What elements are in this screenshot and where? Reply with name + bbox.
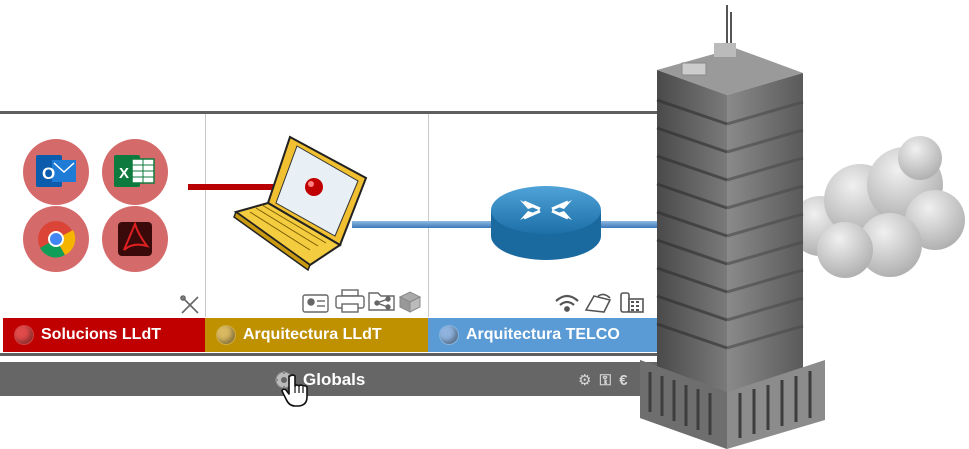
globals-bar[interactable]: Globals ⚙ ⚿ € (0, 362, 668, 407)
status-dot-icon (15, 326, 33, 344)
column-divider (205, 114, 206, 317)
excel-icon: X (102, 139, 168, 205)
storage-icon (398, 291, 422, 313)
svg-text:X: X (119, 165, 129, 182)
column-divider (428, 114, 429, 317)
svg-text:O: O (42, 164, 55, 183)
chrome-icon (23, 206, 89, 272)
status-dot-icon (217, 326, 235, 344)
tools-icon (180, 295, 199, 314)
section-bar-solucions[interactable]: Solucions LLdT (3, 318, 205, 352)
router-icon (491, 186, 601, 260)
cloud-icon (790, 136, 965, 278)
section-label: Solucions LLdT (41, 326, 161, 343)
outlook-icon: O (23, 139, 89, 205)
network-folder-icon (368, 292, 395, 311)
acrobat-icon (102, 206, 168, 272)
globals-tools-icons: ⚙ ⚿ € (578, 372, 630, 389)
section-bar-arquitectura-lldt[interactable]: Arquitectura LLdT (205, 318, 428, 352)
desk-phone-icon (620, 292, 644, 313)
printer-icon (335, 289, 365, 313)
telephone-line-icon (584, 293, 612, 313)
section-bar-arquitectura-telco[interactable]: Arquitectura TELCO (428, 318, 665, 352)
status-dot-icon (440, 326, 458, 344)
wifi-icon (555, 294, 579, 312)
globals-label: Globals (303, 370, 366, 389)
id-card-icon (302, 294, 329, 313)
laptop-icon (233, 135, 368, 272)
office-building (640, 5, 825, 449)
section-label: Arquitectura TELCO (466, 326, 620, 343)
section-label: Arquitectura LLdT (243, 326, 382, 343)
hand-cursor-icon (281, 374, 308, 407)
